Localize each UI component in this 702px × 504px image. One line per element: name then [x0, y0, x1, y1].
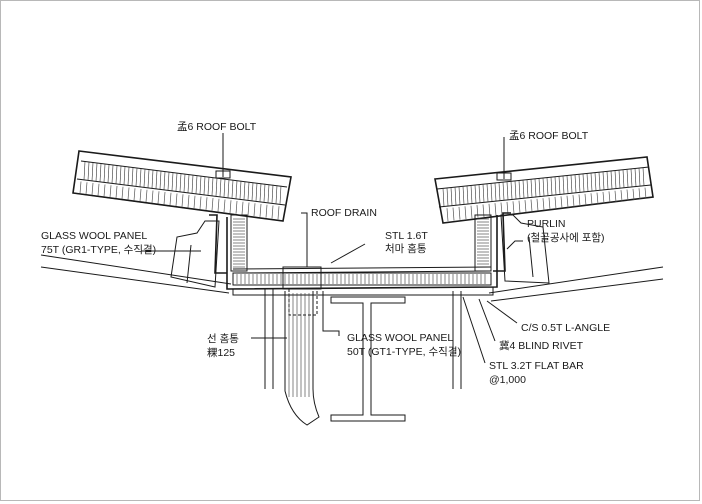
- roof-drain-label: ROOF DRAIN: [311, 207, 377, 219]
- purlin-label-2: (철골공사에 포함): [527, 232, 605, 244]
- stl-gutter-label-1: STL 1.6T: [385, 230, 428, 242]
- flat-bar-label-1: STL 3.2T FLAT BAR: [489, 360, 584, 372]
- roof-bolt-left-label: 孟6 ROOF BOLT: [177, 121, 257, 133]
- glass-wool-50-label-1: GLASS WOOL PANEL: [347, 332, 453, 344]
- i-beam: [330, 296, 406, 422]
- glass-wool-50-label-2: 50T (GT1-TYPE, 수직결): [347, 346, 461, 358]
- downpipe-label-1: 선 홈통: [207, 332, 239, 345]
- left-roof-bolt: [215, 141, 231, 179]
- right-roof-bolt: [496, 145, 512, 181]
- blind-rivet-label: 冀4 BLIND RIVET: [499, 339, 584, 352]
- glass-wool-75-label-1: GLASS WOOL PANEL: [41, 230, 147, 242]
- roof-bolt-right-label: 孟6 ROOF BOLT: [509, 130, 589, 142]
- right-roof-panel: [434, 156, 654, 224]
- flat-bar-label-2: @1,000: [489, 374, 526, 386]
- stl-gutter-label-2: 처마 홈통: [385, 242, 427, 255]
- l-angle-label: C/S 0.5T L-ANGLE: [521, 322, 610, 334]
- leader-lines: [141, 133, 523, 364]
- left-roof-panel: [72, 150, 292, 222]
- gutter: [226, 215, 498, 290]
- purlin-label-1: PURLIN: [527, 218, 566, 230]
- downpipe: [284, 291, 320, 426]
- right-glass-wool-block: [474, 214, 492, 272]
- left-glass-wool-block: [230, 214, 248, 272]
- glass-wool-75-label-2: 75T (GR1-TYPE, 수직결): [41, 244, 156, 256]
- roof-slope-lines: [40, 254, 664, 302]
- downpipe-label-2: 粿125: [207, 346, 235, 359]
- right-purlin: [493, 212, 550, 284]
- columns: [264, 289, 462, 389]
